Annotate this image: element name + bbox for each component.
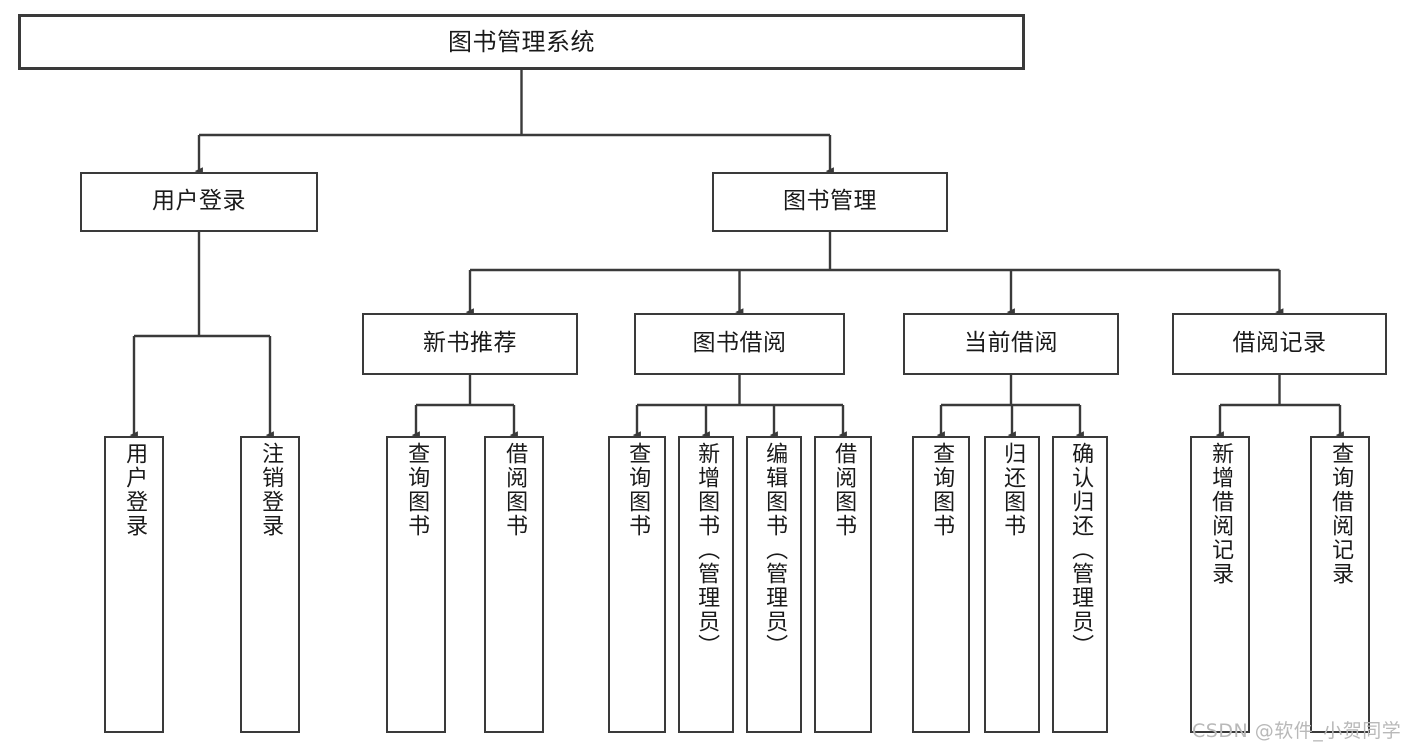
leaf-query-book-borrow[interactable]: 查询图书 <box>608 436 666 733</box>
leaf-add-book-label: 新增图书（管理员） <box>694 442 720 658</box>
leaf-user-login-label: 用户登录 <box>122 442 148 538</box>
leaf-edit-book[interactable]: 编辑图书（管理员） <box>746 436 802 733</box>
node-current-borrow[interactable]: 当前借阅 <box>903 313 1119 375</box>
leaf-add-book[interactable]: 新增图书（管理员） <box>678 436 734 733</box>
node-root[interactable]: 图书管理系统 <box>18 14 1025 70</box>
node-borrow-record-label: 借阅记录 <box>1232 330 1327 357</box>
node-new-book-recommendation[interactable]: 新书推荐 <box>362 313 578 375</box>
leaf-add-borrow-record[interactable]: 新增借阅记录 <box>1190 436 1250 733</box>
leaf-logout[interactable]: 注销登录 <box>240 436 300 733</box>
node-borrow-record[interactable]: 借阅记录 <box>1172 313 1387 375</box>
node-book-borrow[interactable]: 图书借阅 <box>634 313 845 375</box>
leaf-user-login[interactable]: 用户登录 <box>104 436 164 733</box>
leaf-confirm-return-label: 确认归还（管理员） <box>1068 442 1094 658</box>
leaf-logout-label: 注销登录 <box>258 442 284 538</box>
leaf-query-borrow-record[interactable]: 查询借阅记录 <box>1310 436 1370 733</box>
leaf-query-borrow-record-label: 查询借阅记录 <box>1328 442 1354 586</box>
leaf-borrow-book-recommendation[interactable]: 借阅图书 <box>484 436 544 733</box>
leaf-query-book-current[interactable]: 查询图书 <box>912 436 970 733</box>
leaf-add-borrow-record-label: 新增借阅记录 <box>1208 442 1234 586</box>
leaf-confirm-return[interactable]: 确认归还（管理员） <box>1052 436 1108 733</box>
node-current-borrow-label: 当前借阅 <box>964 330 1058 357</box>
node-book-borrow-label: 图书借阅 <box>692 330 787 357</box>
leaf-borrow-book-label: 借阅图书 <box>831 442 857 538</box>
leaf-query-book-current-label: 查询图书 <box>929 442 955 538</box>
csdn-watermark: CSDN @软件_小贺同学 <box>1192 720 1402 742</box>
node-root-label: 图书管理系统 <box>448 27 595 56</box>
node-book-manage[interactable]: 图书管理 <box>712 172 948 232</box>
leaf-edit-book-label: 编辑图书（管理员） <box>762 442 788 658</box>
leaf-query-book-recommendation[interactable]: 查询图书 <box>386 436 446 733</box>
node-new-book-recommendation-label: 新书推荐 <box>423 330 517 357</box>
leaf-borrow-book-recommendation-label: 借阅图书 <box>502 442 528 538</box>
leaf-query-book-recommendation-label: 查询图书 <box>404 442 430 538</box>
leaf-query-book-borrow-label: 查询图书 <box>625 442 651 538</box>
node-book-manage-label: 图书管理 <box>783 188 877 215</box>
node-user-login[interactable]: 用户登录 <box>80 172 318 232</box>
node-user-login-label: 用户登录 <box>152 188 246 215</box>
edge-group <box>129 70 1344 440</box>
leaf-return-book[interactable]: 归还图书 <box>984 436 1040 733</box>
leaf-return-book-label: 归还图书 <box>1000 442 1026 538</box>
leaf-borrow-book[interactable]: 借阅图书 <box>814 436 872 733</box>
